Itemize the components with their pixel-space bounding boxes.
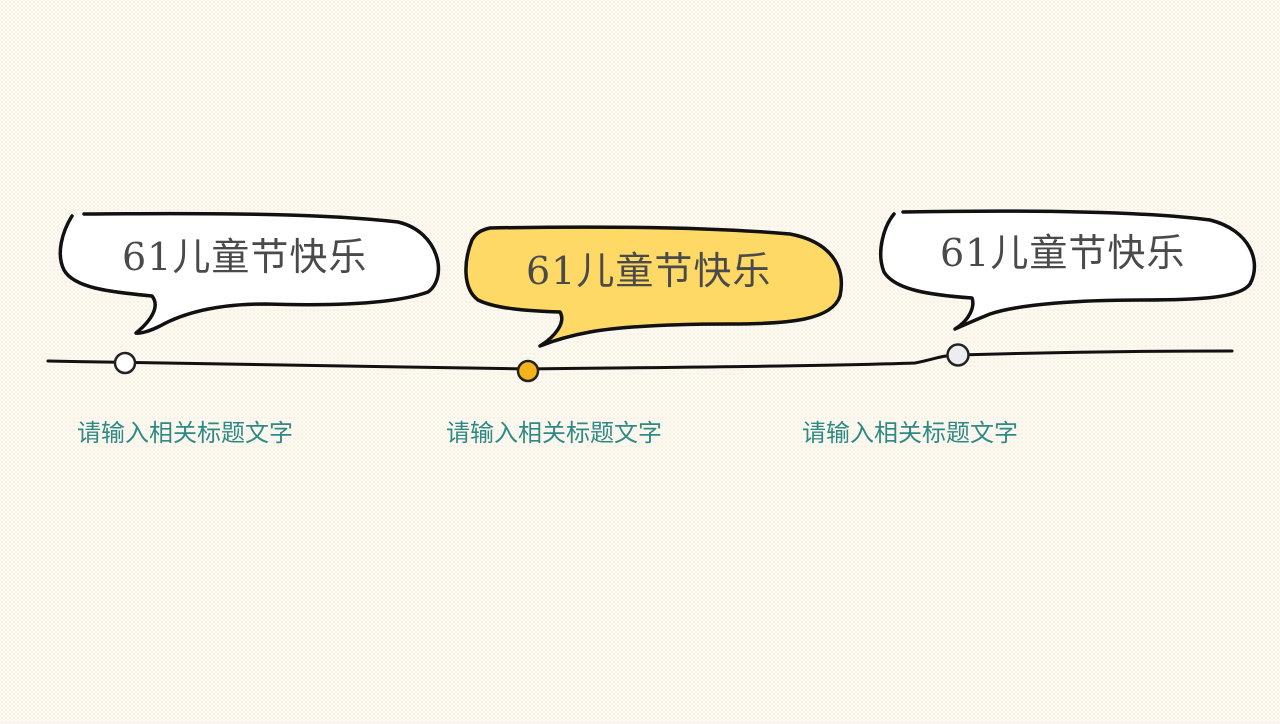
timeline-node-3: [946, 343, 970, 367]
timeline-caption-2: 请输入相关标题文字: [446, 419, 662, 447]
speech-bubble-2: 61儿童节快乐: [464, 225, 843, 348]
speech-bubble-2-text: 61儿童节快乐: [526, 249, 771, 293]
speech-bubble-3-text: 61儿童节快乐: [940, 231, 1185, 275]
speech-bubble-1-text: 61儿童节快乐: [122, 235, 367, 279]
timeline-line: [46, 349, 1234, 371]
timeline-node-1: [113, 351, 137, 375]
speech-bubble-2-shape: [464, 225, 843, 348]
timeline-node-2: [516, 359, 540, 383]
speech-bubble-1: 61儿童节快乐: [58, 211, 441, 335]
speech-bubble-3: 61儿童节快乐: [879, 209, 1257, 331]
timeline-caption-1: 请输入相关标题文字: [77, 419, 293, 447]
timeline-caption-3: 请输入相关标题文字: [802, 419, 1018, 447]
speech-bubble-3-shape: [879, 209, 1257, 331]
speech-bubble-1-shape: [58, 211, 441, 335]
